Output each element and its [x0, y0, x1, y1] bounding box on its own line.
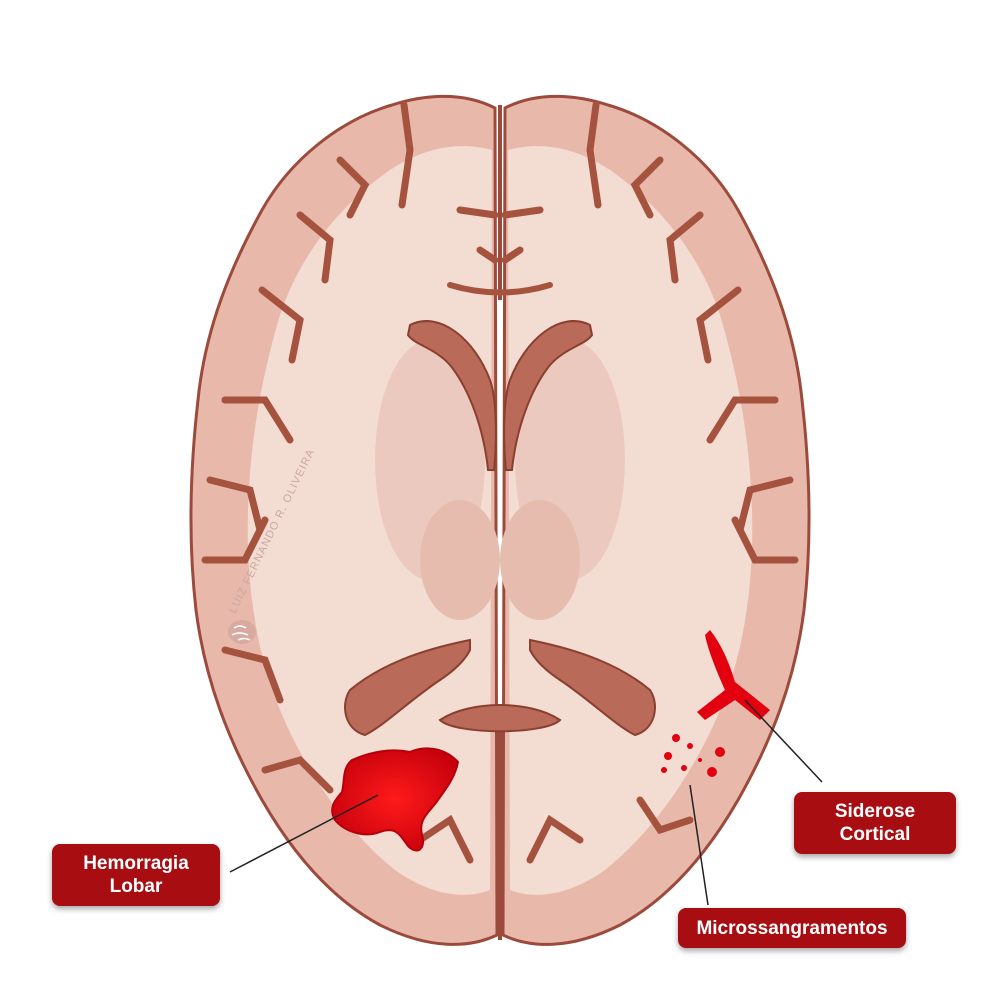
right-frontal-horn [503, 320, 594, 471]
cortical-sulci [201, 101, 799, 864]
hemorragia-line2: Lobar [109, 876, 163, 897]
hemorragia-lobar-label: Hemorragia Lobar [52, 844, 220, 906]
brain-logo-icon [228, 620, 256, 644]
lobar-hemorrhage-mark [331, 747, 460, 852]
hemorragia-line1: Hemorragia [83, 853, 189, 874]
left-thalamus [420, 500, 500, 620]
siderose-line2: Cortical [839, 824, 911, 845]
splenium [438, 704, 562, 733]
cortical-siderosis-mark [697, 630, 770, 720]
right-thalamus [500, 500, 580, 620]
deep-structures [344, 320, 656, 737]
microssangramentos-label: Microssangramentos [678, 908, 906, 948]
microbleeds [661, 734, 725, 777]
leader-siderose [744, 699, 823, 783]
leader-hemorragia [229, 794, 379, 873]
siderose-line1: Siderose [834, 801, 916, 822]
left-occipital-horn [344, 638, 471, 737]
siderose-cortical-label: Siderose Cortical [794, 792, 956, 854]
leader-micro [689, 784, 709, 906]
left-frontal-horn [406, 320, 497, 471]
leader-lines [229, 699, 823, 906]
micro-line1: Microssangramentos [696, 917, 888, 939]
right-occipital-horn [529, 638, 656, 737]
